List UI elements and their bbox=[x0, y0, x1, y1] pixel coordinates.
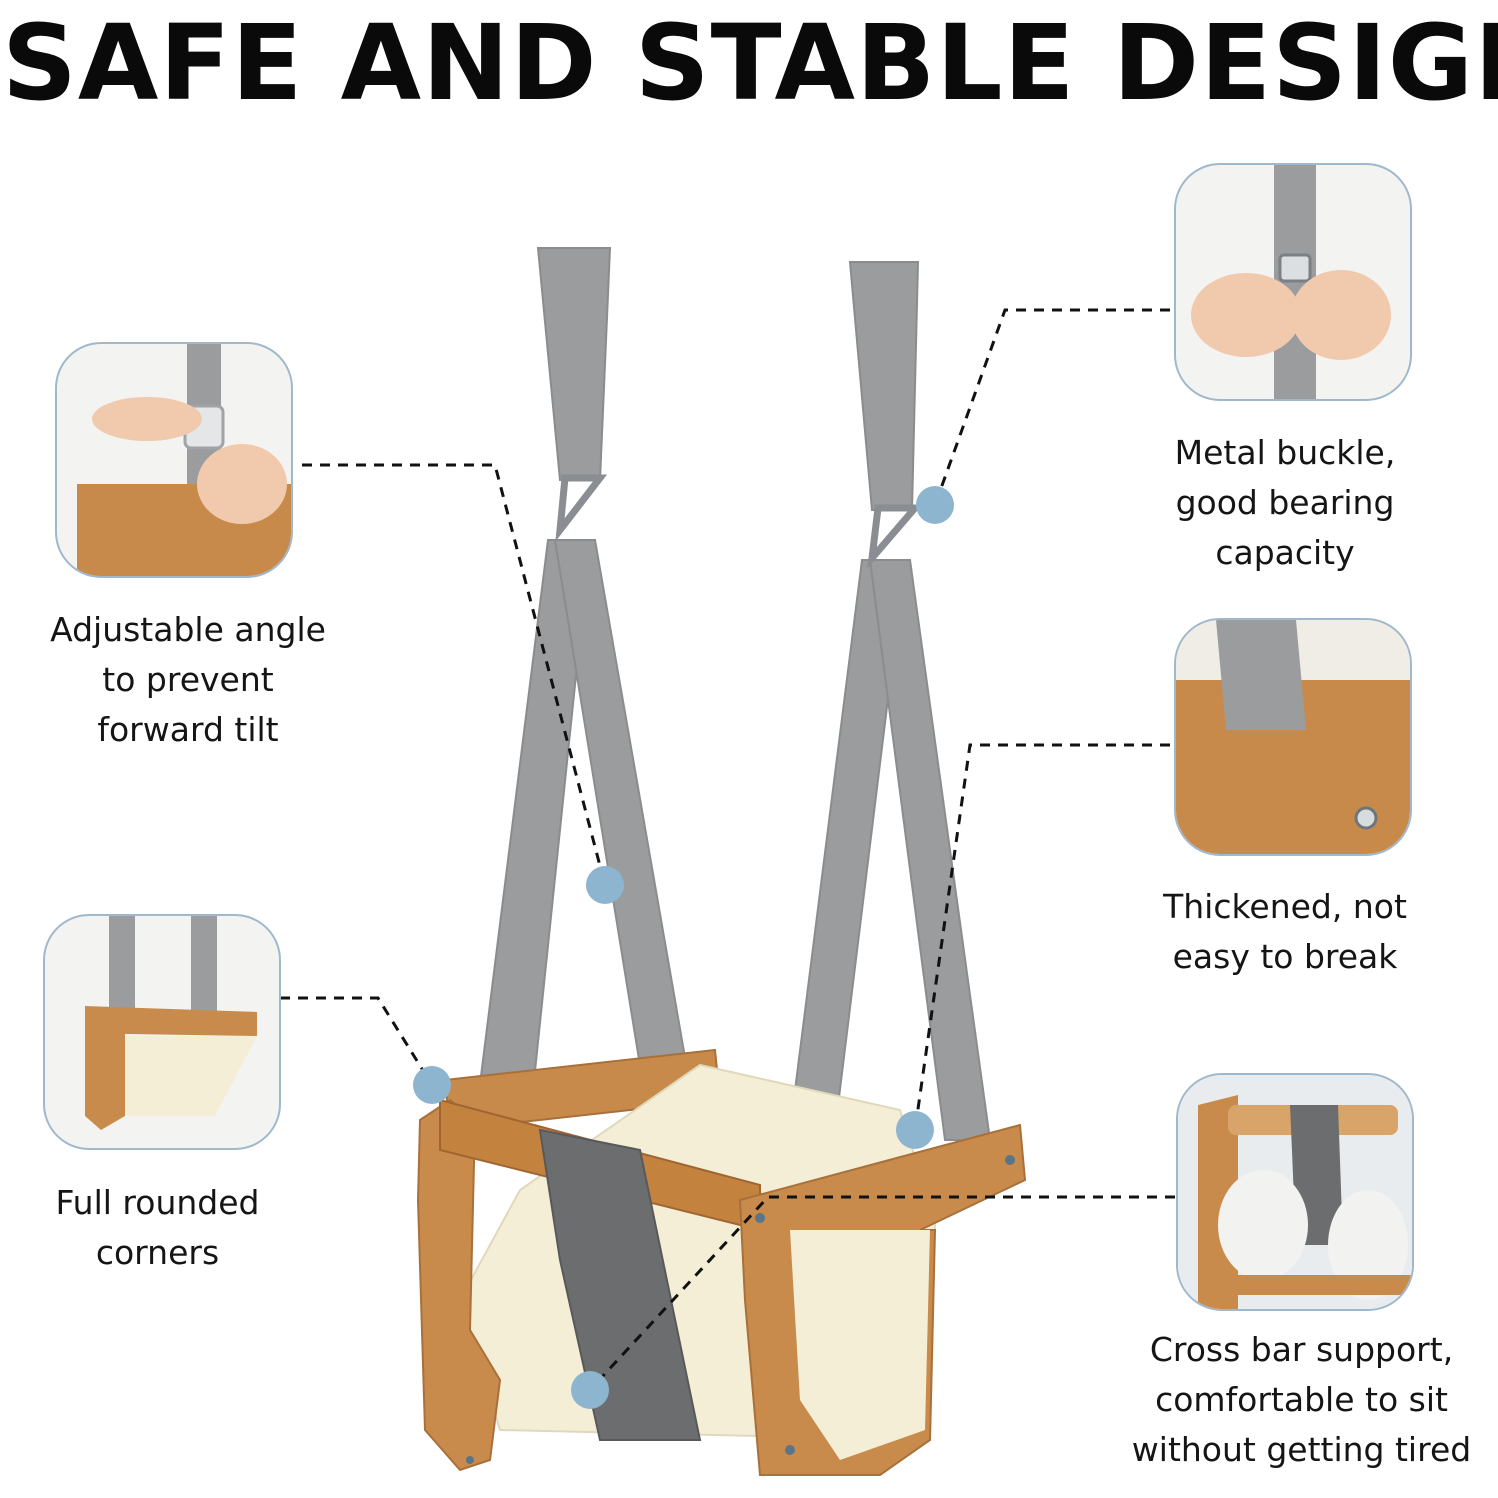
screws bbox=[466, 1155, 1015, 1464]
callout-dots bbox=[413, 486, 954, 1409]
rounded-corners-photo bbox=[43, 914, 281, 1150]
crossbar-caption: Cross bar support, comfortable to sit wi… bbox=[1131, 1330, 1472, 1469]
left-strap bbox=[476, 247, 697, 1116]
buckle-caption: Metal buckle, good bearing capacity bbox=[1174, 433, 1396, 572]
leader-lines bbox=[280, 308, 1175, 1392]
front-strap-panel bbox=[538, 1128, 702, 1441]
adjustable-strap-photo bbox=[55, 342, 293, 578]
right-strap bbox=[788, 261, 992, 1141]
rounded-caption: Full rounded corners bbox=[55, 1183, 260, 1272]
metal-buckle-photo bbox=[1174, 163, 1412, 401]
metal-rings bbox=[555, 474, 923, 570]
thickened-wood-photo bbox=[1174, 618, 1412, 856]
headline: SAFE AND STABLE DESIGN bbox=[2, 2, 1498, 124]
crossbar-photo bbox=[1176, 1073, 1414, 1311]
adjustable-caption: Adjustable angle to prevent forward tilt bbox=[50, 610, 326, 749]
thickened-caption: Thickened, not easy to break bbox=[1163, 887, 1407, 976]
